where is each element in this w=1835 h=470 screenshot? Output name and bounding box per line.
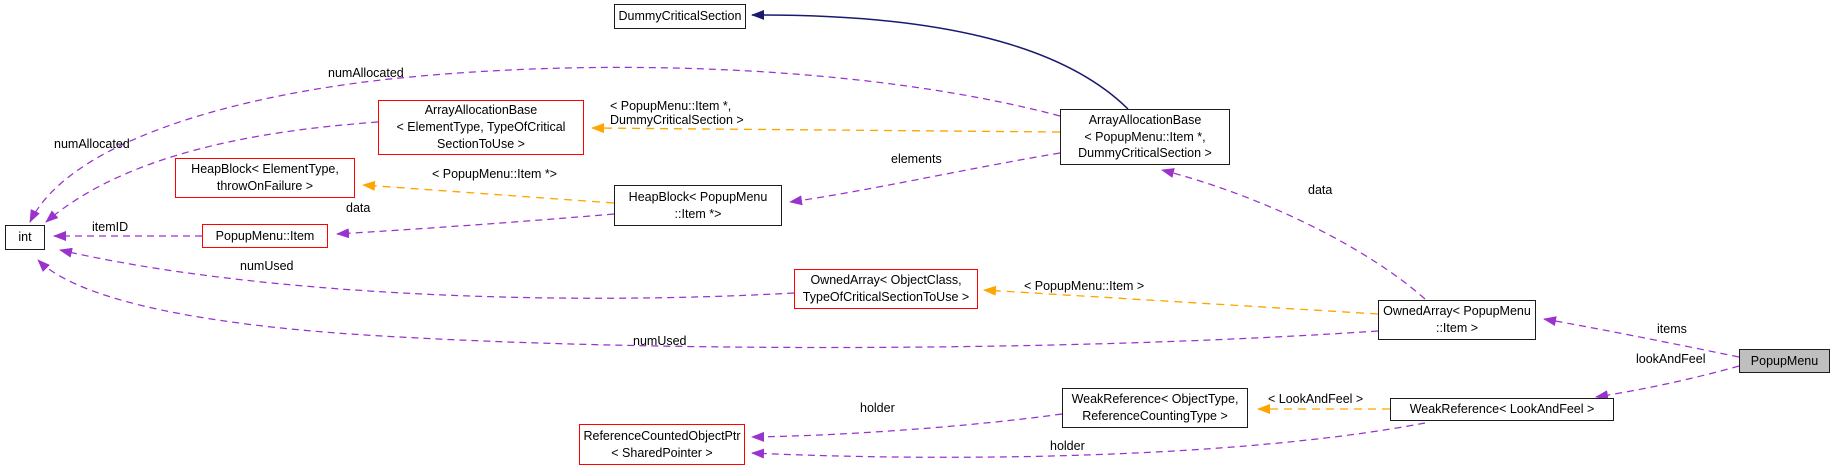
edge-elements: [789, 152, 1061, 206]
edge-numused-generic: [59, 247, 795, 299]
node-heapblock-generic[interactable]: HeapBlock< ElementType, throwOnFailure >: [175, 158, 355, 198]
edge-label-template-weakreference: < LookAndFeel >: [1268, 392, 1364, 406]
node-refcounted-objectptr[interactable]: ReferenceCountedObjectPtr < SharedPointe…: [579, 424, 745, 465]
node-weakreference-generic[interactable]: WeakReference< ObjectType, ReferenceCoun…: [1062, 388, 1248, 428]
edge-template-arrayallocationbase: [591, 123, 1061, 134]
node-ownedarray-item[interactable]: OwnedArray< PopupMenu ::Item >: [1378, 300, 1536, 340]
edge-template-heapblock: [362, 180, 615, 204]
edge-label-data-ownedarray: data: [1308, 183, 1333, 197]
edge-label-numallocated-generic: numAllocated: [54, 137, 130, 151]
node-popupmenu-item[interactable]: PopupMenu::Item: [202, 224, 328, 248]
edge-label-template-heapblock: < PopupMenu::Item *>: [432, 167, 558, 181]
edge-label-lookandfeel: lookAndFeel: [1636, 352, 1706, 366]
edge-label-template-ownedarray: < PopupMenu::Item >: [1024, 279, 1145, 293]
edge-label-itemid: itemID: [92, 220, 129, 234]
edge-label-holder-generic: holder: [860, 401, 895, 415]
edge-items: [1543, 316, 1740, 358]
edge-label-elements: elements: [891, 152, 942, 166]
edge-inheritance-dummycriticalsection: [751, 9, 1129, 110]
edge-holder-lookandfeel: [751, 422, 1426, 459]
node-array-allocation-base-generic[interactable]: ArrayAllocationBase < ElementType, TypeO…: [378, 100, 584, 155]
edge-holder-generic: [751, 413, 1063, 442]
node-dummy-critical-section[interactable]: DummyCriticalSection: [614, 4, 746, 29]
node-array-allocation-base-item[interactable]: ArrayAllocationBase < PopupMenu::Item *,…: [1060, 109, 1230, 165]
edge-label-data-heapblock: data: [346, 201, 371, 215]
edge-label-holder-lookandfeel: holder: [1050, 439, 1085, 453]
edge-label-template-arrayallocationbase: < PopupMenu::Item *, DummyCriticalSectio…: [610, 99, 744, 128]
node-ownedarray-generic[interactable]: OwnedArray< ObjectClass, TypeOfCriticalS…: [794, 269, 978, 309]
edge-numused-item: [37, 259, 1379, 349]
edge-label-items: items: [1657, 322, 1687, 336]
node-popupmenu: PopupMenu: [1739, 349, 1830, 373]
edge-lookandfeel: [1595, 365, 1740, 401]
edge-numallocated-item-array: [29, 66, 1061, 223]
node-weakreference-lookandfeel[interactable]: WeakReference< LookAndFeel >: [1390, 398, 1614, 421]
edge-label-numused-generic: numUsed: [240, 259, 294, 273]
edge-data-heapblock: [336, 213, 615, 239]
node-heapblock-item[interactable]: HeapBlock< PopupMenu ::Item *>: [614, 185, 782, 226]
edge-data-ownedarray: [1161, 168, 1426, 300]
edge-label-numused-item: numUsed: [633, 334, 687, 348]
edge-template-ownedarray: [983, 285, 1379, 315]
node-int: int: [5, 225, 45, 250]
edge-label-numallocated-item: numAllocated: [328, 66, 404, 80]
